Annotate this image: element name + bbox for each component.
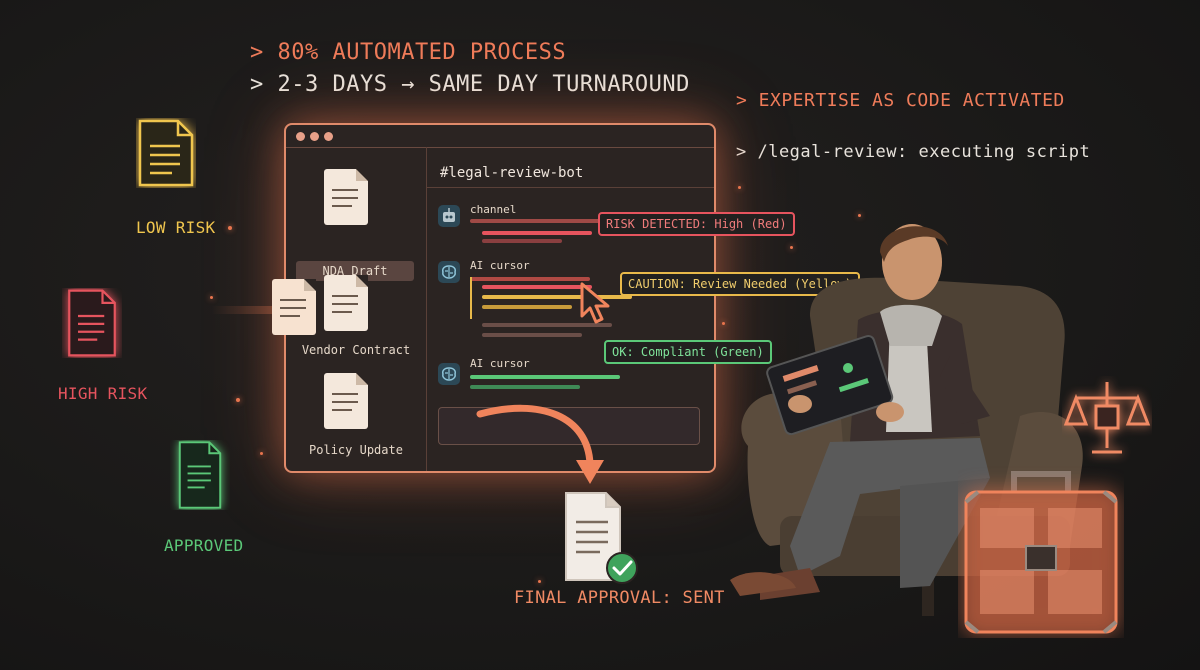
spark-dot — [790, 246, 793, 249]
caution-tag: CAUTION: Review Needed (Yellow) — [620, 272, 860, 296]
window-titlebar — [286, 125, 714, 148]
message-line — [482, 239, 562, 243]
message-author: AI cursor — [470, 259, 530, 272]
message-line — [470, 277, 590, 281]
message-line-yellow — [482, 295, 632, 299]
bot-avatar-icon — [438, 205, 460, 227]
policy-update-label: Policy Update — [309, 443, 403, 457]
message-line — [470, 219, 600, 223]
low-risk-document-icon — [138, 119, 194, 187]
file-sidebar: NDA Draft Vendor Contract Policy Update — [272, 147, 427, 471]
message-author: channel — [470, 203, 517, 216]
message-line-green — [470, 375, 620, 379]
approved-label: APPROVED — [164, 536, 244, 555]
approval-arrow-icon — [476, 404, 604, 484]
message-line-yellow — [482, 305, 572, 309]
brain-avatar-icon — [438, 363, 460, 385]
message-line — [482, 333, 582, 337]
high-risk-label: HIGH RISK — [58, 384, 148, 403]
window-maximize-button[interactable] — [324, 132, 333, 141]
final-approval-label: FINAL APPROVAL: SENT — [514, 588, 725, 608]
headline-script: > /legal-review: executing script — [736, 142, 1091, 162]
scales-of-justice-chip-icon — [1063, 382, 1151, 454]
vendor-contract-file-icon[interactable] — [324, 275, 368, 331]
spark-dot — [210, 296, 213, 299]
nda-draft-file-icon[interactable] — [324, 169, 368, 225]
spark-dot — [236, 398, 240, 402]
vendor-contract-file-icon-back — [272, 279, 316, 335]
window-close-button[interactable] — [296, 132, 305, 141]
message-line-green — [470, 385, 580, 389]
spark-dot — [722, 322, 725, 325]
ok-compliant-tag: OK: Compliant (Green) — [604, 340, 772, 364]
policy-update-file-icon[interactable] — [324, 373, 368, 429]
headline-expertise: > EXPERTISE AS CODE ACTIVATED — [736, 90, 1065, 111]
holographic-briefcase-icon — [964, 471, 1118, 634]
spark-dot — [738, 186, 741, 189]
risk-detected-tag: RISK DETECTED: High (Red) — [598, 212, 795, 236]
nda-draft-label: NDA Draft — [322, 264, 388, 278]
spark-dot — [538, 580, 541, 583]
headline-turnaround: > 2-3 DAYS → SAME DAY TURNAROUND — [250, 72, 690, 97]
vendor-contract-label: Vendor Contract — [301, 343, 411, 357]
approved-document-icon — [178, 441, 222, 509]
high-risk-document-icon — [68, 289, 116, 357]
final-approval-document-icon — [565, 492, 638, 584]
spark-dot — [228, 226, 232, 230]
channel-title: #legal-review-bot — [440, 165, 584, 181]
ai-cursor-icon — [580, 282, 610, 324]
spark-dot — [858, 214, 861, 217]
message-highlight-rule — [470, 277, 472, 319]
spark-dot — [260, 452, 263, 455]
channel-divider — [426, 187, 714, 188]
message-line-red — [482, 231, 592, 235]
message-author: AI cursor — [470, 357, 530, 370]
low-risk-label: LOW RISK — [136, 218, 216, 237]
headline-automated: > 80% AUTOMATED PROCESS — [250, 40, 567, 65]
brain-avatar-icon — [438, 261, 460, 283]
message-line-red — [482, 285, 592, 289]
legal-review-window: NDA Draft Vendor Contract Policy Update … — [272, 123, 716, 473]
message-line — [482, 323, 612, 327]
window-minimize-button[interactable] — [310, 132, 319, 141]
